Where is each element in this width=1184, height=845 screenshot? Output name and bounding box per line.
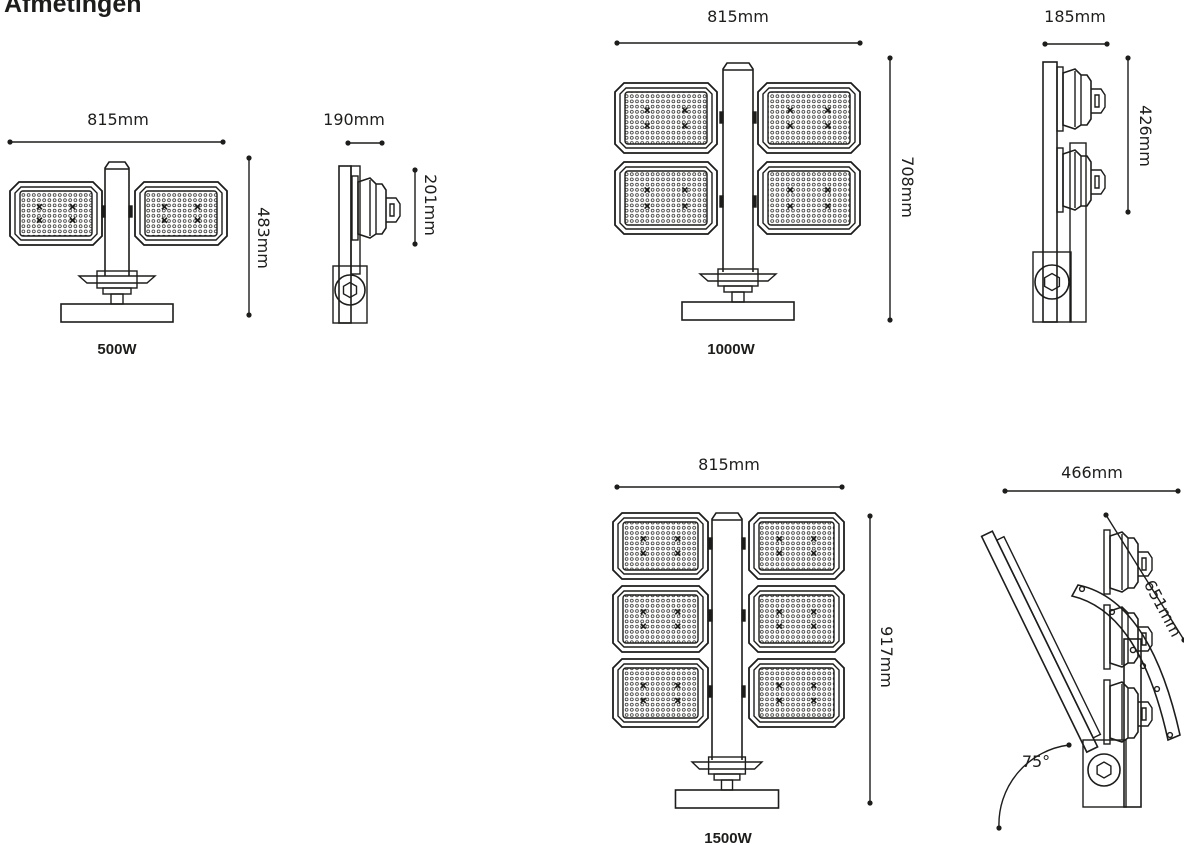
w1000-front-width-label: 815mm: [707, 7, 769, 26]
w1500-tilted-frame: [980, 530, 1102, 754]
w500-front-height-label: 483mm: [254, 207, 273, 269]
w1500-side-length-label: 651mm: [1140, 577, 1184, 640]
w1000-side-width-label: 185mm: [1044, 7, 1106, 26]
w1000-module-bottom-right: [757, 161, 861, 235]
w500-front-width-label: 815mm: [87, 110, 149, 129]
w1500-angle-arc: [998, 744, 1070, 829]
w1500-front-height-label: 917mm: [877, 626, 896, 688]
w1500-module-1-left: [612, 512, 709, 580]
w500-base: [60, 270, 174, 323]
w1500-side-head-2: [1103, 604, 1153, 670]
w500-side-head: [351, 175, 401, 241]
w1000-module-bottom-left: [614, 161, 718, 235]
w1500-label: 1500W: [704, 830, 752, 845]
w500-front-width-dimension: [7, 139, 226, 145]
w1000-side-height-label: 426mm: [1136, 105, 1155, 167]
w500-front-height-dimension: [246, 155, 252, 318]
w1000-side-width-dimension: [1042, 41, 1110, 47]
w1500-side-bolt: [1087, 753, 1121, 787]
w1500-side-length-dimension: [1103, 512, 1184, 643]
w500-module-right: [134, 181, 228, 246]
w1500-side-width-dimension: [1002, 488, 1181, 494]
w1500-module-3-left: [612, 658, 709, 728]
w1500-base: [674, 756, 780, 809]
w1000-front-width-dimension: [614, 40, 863, 46]
w1500-module-3-right: [748, 658, 845, 728]
w500-label: 500W: [97, 341, 137, 358]
w500-side-view: [332, 165, 368, 324]
w500-pole: [104, 161, 130, 276]
w1500-module-2-right: [748, 585, 845, 653]
w1500-module-2-left: [612, 585, 709, 653]
w1500-side-head-1: [1103, 529, 1153, 595]
w1000-side-height-dimension: [1125, 55, 1131, 215]
w1000-clips: [719, 111, 757, 208]
w1500-tilt-angle-label: 75°: [1022, 752, 1050, 771]
w1500-side-view: [980, 530, 1181, 831]
w1500-side-width-label: 466mm: [1061, 463, 1123, 482]
w1000-pole: [722, 62, 754, 272]
w1500-module-1-right: [748, 512, 845, 580]
w500-side-bolt: [334, 274, 366, 306]
w1500-clips: [708, 537, 746, 698]
w1000-module-top-right: [757, 82, 861, 154]
w1000-module-top-left: [614, 82, 718, 154]
w500-side-width-dimension: [345, 140, 385, 146]
w1000-side-head-bottom: [1056, 147, 1106, 213]
w1500-front-width-label: 815mm: [698, 455, 760, 474]
w1500-side-head-3: [1103, 679, 1153, 745]
w1000-front-height-dimension: [887, 55, 893, 323]
w1000-side-bolt: [1034, 264, 1070, 300]
w1000-label: 1000W: [707, 341, 755, 358]
w1500-pole: [711, 512, 743, 760]
w1000-side-head-top: [1056, 66, 1106, 132]
w500-module-left: [9, 181, 103, 246]
w500-side-width-label: 190mm: [323, 110, 385, 129]
w1500-front-height-dimension: [867, 513, 873, 806]
w500-side-height-dimension: [412, 167, 418, 247]
w500-side-height-label: 201mm: [421, 174, 440, 236]
w1000-front-height-label: 708mm: [898, 156, 917, 218]
w1500-front-width-dimension: [614, 484, 845, 490]
w1000-base: [681, 268, 795, 321]
w500-clips: [101, 205, 133, 218]
page-title: Afmetingen: [4, 0, 142, 18]
